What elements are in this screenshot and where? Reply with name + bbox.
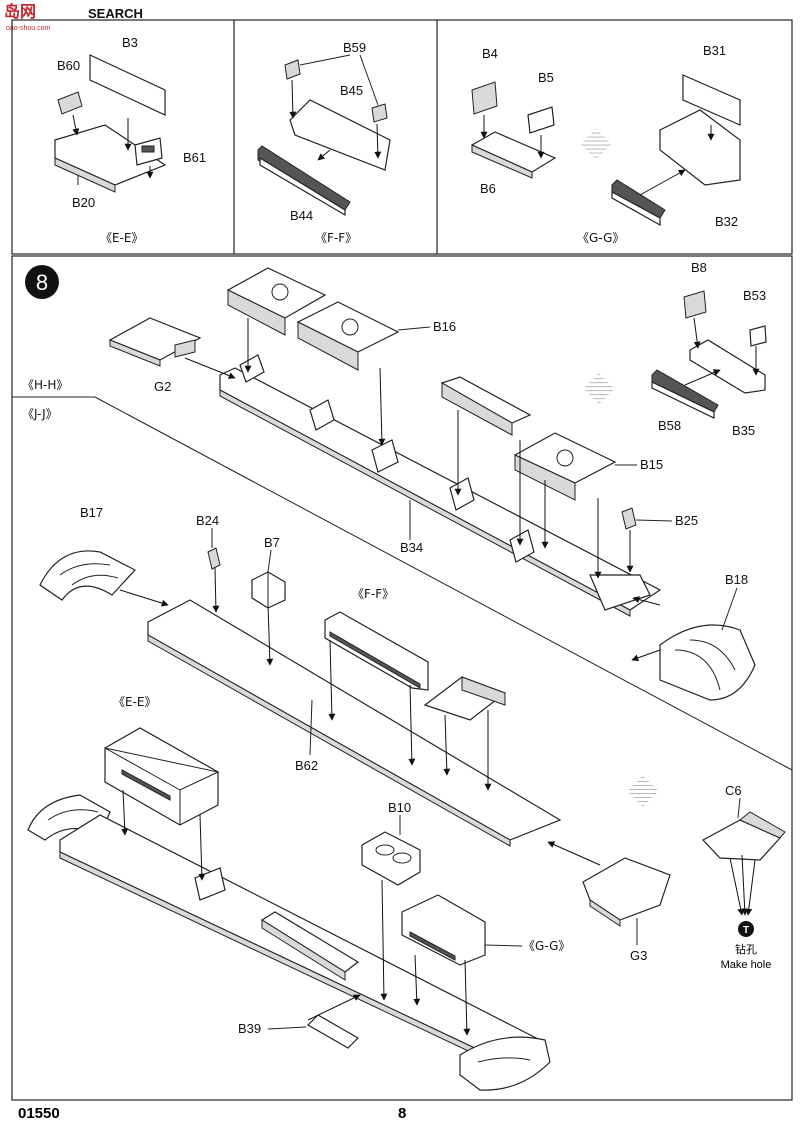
part-label-b45: B45	[340, 83, 363, 98]
part-label-b16: B16	[433, 319, 456, 334]
part-label-b18: B18	[725, 572, 748, 587]
part-label-b60: B60	[57, 58, 80, 73]
step-number: 8	[36, 270, 48, 295]
part-label-b58: B58	[658, 418, 681, 433]
part-label-b61: B61	[183, 150, 206, 165]
part-label-c6: C6	[725, 783, 742, 798]
part-label-oao-shou-com: oao-shou.com	[6, 25, 51, 32]
part-label-b15: B15	[640, 457, 663, 472]
part-label-b53: B53	[743, 288, 766, 303]
part-label-b34: B34	[400, 540, 423, 555]
watermark-logo: 岛网 SEARCH oao-shou.com	[4, 2, 143, 32]
step-frame: 8 《H-H》 《J-J》	[11, 255, 793, 1101]
part-label-search: SEARCH	[88, 6, 143, 21]
part-label-b20: B20	[72, 195, 95, 210]
part-label-b39: B39	[238, 1021, 261, 1036]
assembly-lower: 《E-E》 B10 《G-G》 B39	[27, 695, 570, 1091]
section-title-f-f: 《F-F》	[315, 231, 357, 245]
part-label-b4: B4	[482, 46, 498, 61]
part-label-b35: B35	[732, 423, 755, 438]
part-label-b17: B17	[80, 505, 103, 520]
part-label-b59: B59	[343, 40, 366, 55]
label-j-j: 《J-J》	[22, 407, 58, 421]
footer: 01550 8	[18, 1105, 406, 1122]
part-label-t: T	[743, 925, 749, 936]
part-label-b62: B62	[295, 758, 318, 773]
part-label-b7: B7	[264, 535, 280, 550]
part-label-g2: G2	[154, 379, 171, 394]
part-b3	[89, 54, 166, 116]
label-e-e: 《E-E》	[113, 695, 157, 709]
part-label-b44: B44	[290, 208, 313, 223]
assembly-j-j: B17 B24 B7 《F-F》 B18 B62 C6 G3	[39, 505, 786, 963]
make-hole-icon	[738, 921, 754, 937]
part-label-b6: B6	[480, 181, 496, 196]
product-code: 01550	[18, 1105, 60, 1122]
step-number-badge	[25, 265, 59, 299]
label-h-h: 《H-H》	[22, 378, 68, 392]
label-f-f: 《F-F》	[352, 587, 394, 601]
assembly-h-h: B16 G2 B34 B15 B8 B53 B58 B35 B25	[108, 260, 767, 617]
top-sections-frame	[11, 19, 793, 255]
section-g-g: B4 B5 B6 B31 B32 《G-G》	[470, 43, 741, 245]
part-label-b5: B5	[538, 70, 554, 85]
part-label-b8: B8	[691, 260, 707, 275]
label-g-g: 《G-G》	[523, 939, 570, 953]
part-label-make-hole: Make hole	[721, 959, 772, 971]
section-e-e: B3 B60 B61 B20 《E-E》	[54, 35, 206, 245]
make-hole-note: T 钻孔 Make hole	[721, 921, 772, 971]
section-title-g-g: 《G-G》	[577, 231, 624, 245]
part-label-b31: B31	[703, 43, 726, 58]
section-f-f: B59 B45 B44 《F-F》	[257, 40, 391, 245]
page-number: 8	[398, 1105, 406, 1122]
part-label-b3: B3	[122, 35, 138, 50]
part-b60	[57, 91, 83, 115]
section-title-e-e: 《E-E》	[100, 231, 144, 245]
part-label-b24: B24	[196, 513, 219, 528]
part-label-g3: G3	[630, 948, 647, 963]
part-label--: 钻孔	[735, 942, 757, 956]
part-label-b25: B25	[675, 513, 698, 528]
part-label--: 岛网	[4, 2, 36, 21]
part-label-b10: B10	[388, 800, 411, 815]
part-label-b32: B32	[715, 214, 738, 229]
